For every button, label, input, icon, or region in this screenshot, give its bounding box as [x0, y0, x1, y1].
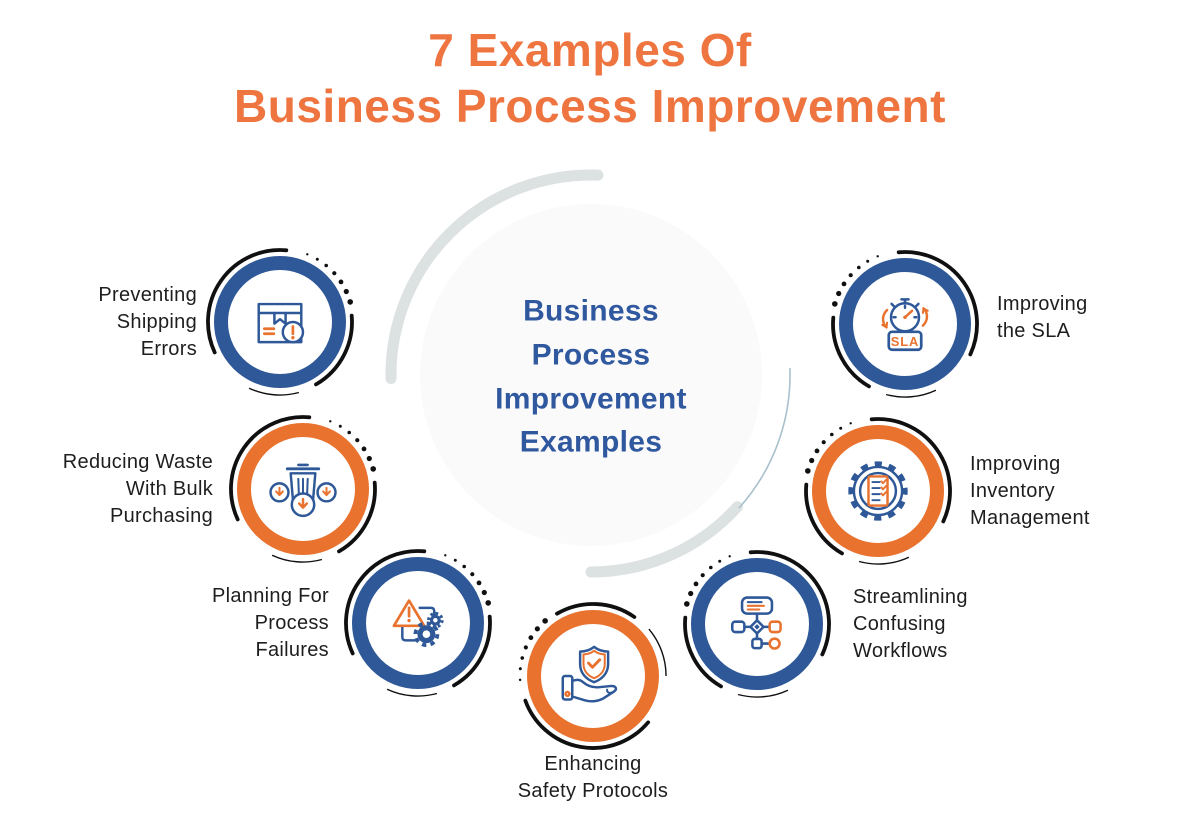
- node-decoration-arcs: [518, 602, 667, 750]
- shield-in-hand-icon: [561, 645, 618, 703]
- waste-bin-down-arrows-icon: [269, 463, 337, 518]
- gray-arc-top-left: [385, 169, 604, 384]
- thin-blue-arc-right: [738, 368, 791, 509]
- center-title: Business Process Improvement Examples: [495, 294, 687, 459]
- warning-gears-icon: [392, 599, 444, 648]
- label-streamlining-workflows: Streamlining Confusing Workflows: [853, 585, 968, 662]
- page-title: 7 Examples Of Business Process Improveme…: [234, 24, 946, 133]
- node-decoration-arcs: [229, 415, 377, 563]
- node-decoration-arcs: [206, 248, 354, 396]
- label-reducing-waste: Reducing Waste With Bulk Purchasing: [62, 450, 213, 527]
- node-streamlining-workflows: [669, 536, 845, 712]
- flowchart-icon: [731, 596, 782, 650]
- node-improving-the-sla: SLA: [817, 236, 993, 412]
- gear-checklist-icon: [848, 461, 908, 521]
- node-decoration-arcs: [683, 550, 831, 698]
- label-preventing-shipping-errors: Preventing Shipping Errors: [98, 283, 197, 360]
- label-improving-the-sla: Improving the SLA: [997, 293, 1088, 342]
- node-planning-process-failures: [330, 535, 506, 711]
- node-decoration-arcs: [831, 250, 979, 398]
- gray-arc-bottom-right: [585, 501, 743, 578]
- node-enhancing-safety-protocols: [505, 588, 681, 764]
- stopwatch-sla-icon: SLA: [881, 298, 929, 352]
- node-improving-inventory: [790, 403, 966, 579]
- package-alert-icon: [257, 302, 305, 344]
- node-preventing-shipping-errors: [192, 234, 368, 410]
- center-circle-graphic: [385, 169, 791, 578]
- center-pale-circle: [420, 204, 762, 546]
- node-decoration-arcs: [344, 549, 492, 697]
- label-planning-process-failures: Planning For Process Failures: [212, 584, 329, 661]
- label-improving-inventory: Improving Inventory Management: [970, 452, 1090, 529]
- label-enhancing-safety-protocols: Enhancing Safety Protocols: [517, 753, 669, 802]
- sla-icon-text: SLA: [891, 334, 919, 349]
- node-decoration-arcs: [804, 417, 952, 565]
- node-reducing-waste: [215, 401, 391, 577]
